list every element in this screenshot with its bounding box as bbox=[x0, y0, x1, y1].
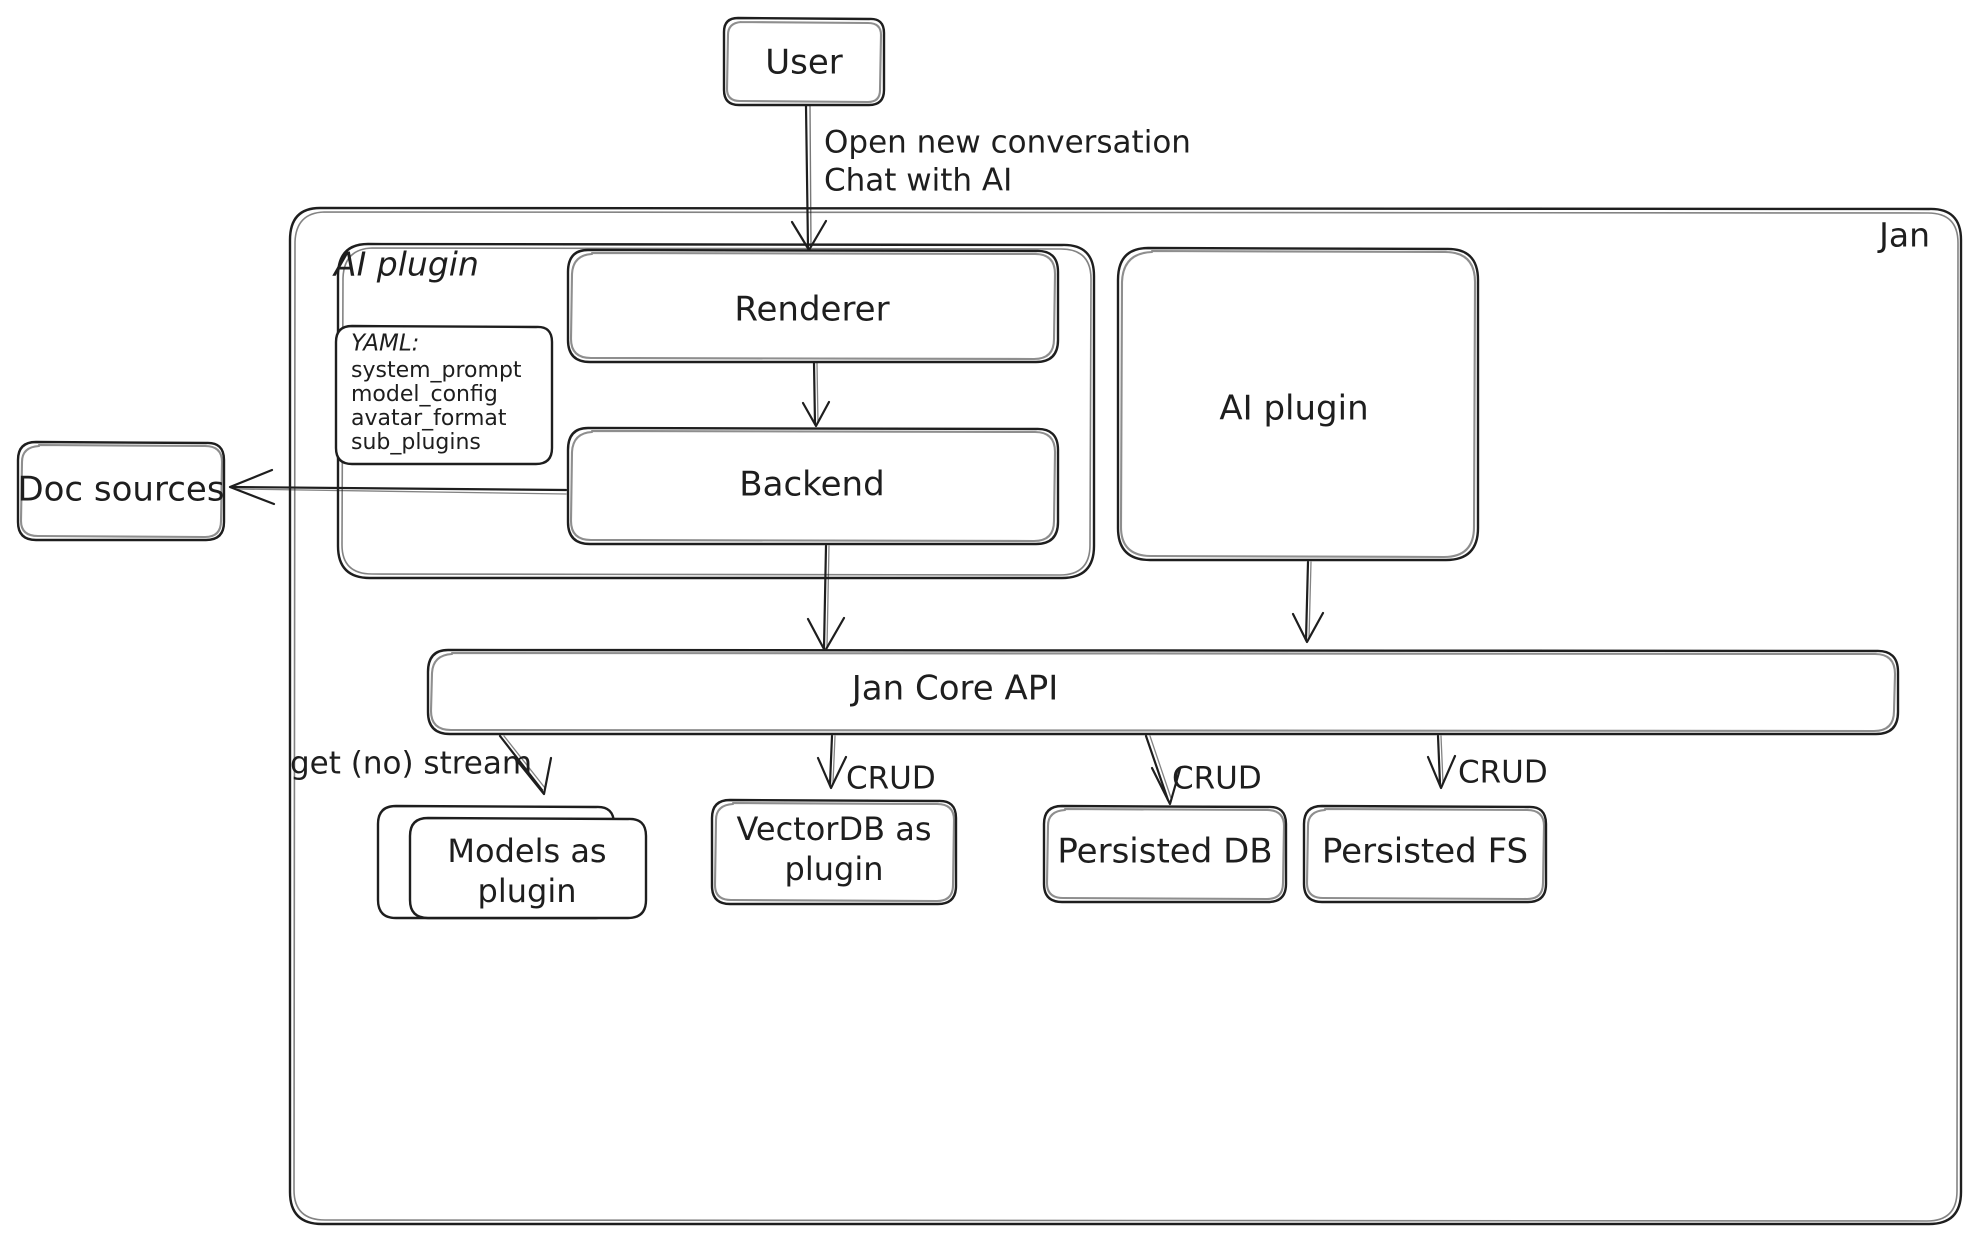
container-jan[interactable]: Jan bbox=[288, 206, 1963, 1226]
edge-label-crud-persisted-fs: CRUD bbox=[1458, 755, 1548, 791]
node-models-as-plugin-label-line1: Models as bbox=[447, 832, 606, 870]
node-doc-sources-label: Doc sources bbox=[17, 470, 224, 510]
edge-core-api-to-persisted-db: CRUD bbox=[1144, 734, 1262, 806]
edge-label-crud-vectordb: CRUD bbox=[846, 761, 936, 797]
edge-ai-plugin-right-to-core-api bbox=[1291, 560, 1325, 644]
node-user[interactable]: User bbox=[722, 16, 886, 107]
node-persisted-db[interactable]: Persisted DB bbox=[1042, 804, 1288, 904]
node-user-label: User bbox=[765, 43, 843, 83]
container-ai-plugin-group[interactable]: AI plugin bbox=[332, 242, 1096, 580]
edge-core-api-to-models: get (no) stream bbox=[290, 734, 553, 796]
yaml-note-item-3: sub_plugins bbox=[351, 430, 481, 455]
edge-backend-to-core-api bbox=[806, 544, 846, 653]
node-vectordb-as-plugin[interactable]: VectorDB as plugin bbox=[710, 798, 958, 906]
node-backend[interactable]: Backend bbox=[566, 426, 1060, 546]
node-persisted-db-label: Persisted DB bbox=[1057, 832, 1272, 872]
edge-backend-to-doc-sources bbox=[228, 468, 568, 506]
node-models-as-plugin[interactable]: Models as plugin bbox=[376, 804, 648, 920]
edge-user-to-renderer: Open new conversation Chat with AI bbox=[790, 104, 1191, 252]
node-yaml-note[interactable]: YAML: system_prompt model_config avatar_… bbox=[334, 324, 554, 466]
edge-core-api-to-persisted-fs: CRUD bbox=[1426, 734, 1548, 791]
edge-label-crud-persisted-db: CRUD bbox=[1172, 761, 1262, 797]
edge-label-get-no-stream: get (no) stream bbox=[290, 746, 532, 782]
edge-label-chat-with-ai: Chat with AI bbox=[824, 163, 1012, 199]
yaml-note-item-1: model_config bbox=[351, 382, 498, 407]
edge-renderer-to-backend bbox=[801, 361, 831, 428]
node-persisted-fs[interactable]: Persisted FS bbox=[1302, 804, 1548, 904]
yaml-note-header: YAML: bbox=[351, 331, 419, 357]
edge-label-open-new-conversation: Open new conversation bbox=[824, 125, 1191, 161]
node-ai-plugin-right[interactable]: AI plugin bbox=[1116, 246, 1480, 562]
node-jan-core-api-label: Jan Core API bbox=[850, 669, 1059, 709]
node-vectordb-as-plugin-label-line1: VectorDB as bbox=[736, 810, 931, 848]
node-models-as-plugin-label-line2: plugin bbox=[478, 872, 577, 910]
container-ai-plugin-group-label: AI plugin bbox=[332, 245, 479, 284]
node-renderer[interactable]: Renderer bbox=[566, 248, 1060, 364]
node-vectordb-as-plugin-label-line2: plugin bbox=[785, 850, 884, 888]
yaml-note-item-0: system_prompt bbox=[351, 358, 522, 383]
edge-core-api-to-vectordb: CRUD bbox=[816, 734, 936, 797]
yaml-note-item-2: avatar_format bbox=[351, 406, 507, 431]
node-renderer-label: Renderer bbox=[734, 290, 889, 330]
node-jan-core-api[interactable]: Jan Core API bbox=[426, 648, 1900, 736]
node-persisted-fs-label: Persisted FS bbox=[1322, 832, 1528, 872]
node-ai-plugin-right-label: AI plugin bbox=[1219, 389, 1368, 429]
container-jan-label: Jan bbox=[1877, 216, 1930, 255]
node-backend-label: Backend bbox=[739, 465, 884, 505]
node-doc-sources[interactable]: Doc sources bbox=[16, 440, 226, 542]
